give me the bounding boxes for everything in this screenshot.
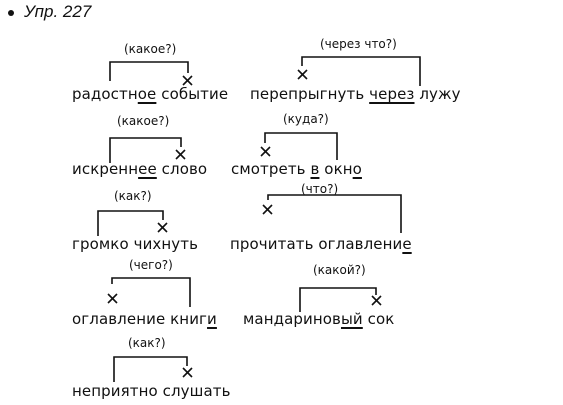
- cross-4: [260, 146, 271, 157]
- phrase-1: радостное событие: [72, 85, 229, 103]
- phrase-3: искреннее слово: [72, 160, 208, 178]
- phrase-8: мандариновый сок: [243, 310, 395, 328]
- cross-7: [107, 293, 118, 304]
- arrow-6: [267, 194, 402, 233]
- arrow-9: [113, 356, 188, 382]
- phrase-9: неприятно слушать: [72, 382, 231, 400]
- question-8: (какой?): [313, 263, 366, 277]
- arrow-3: [109, 137, 182, 163]
- exercise-title: Упр. 227: [8, 2, 91, 22]
- question-4: (куда?): [283, 112, 329, 126]
- phrase-5: громко чихнуть: [72, 235, 199, 253]
- question-5: (как?): [114, 189, 152, 203]
- question-3: (какое?): [117, 114, 170, 128]
- arrow-1: [109, 61, 189, 81]
- phrase-2: перепрыгнуть через лужу: [250, 85, 461, 103]
- cross-8: [371, 295, 382, 306]
- bullet-icon: [8, 9, 14, 16]
- phrase-6: прочитать оглавление: [230, 235, 412, 253]
- arrow-7: [111, 277, 191, 307]
- cross-3: [175, 149, 186, 160]
- arrow-4: [264, 132, 338, 160]
- question-2: (через что?): [320, 37, 397, 51]
- question-6: (что?): [301, 182, 339, 196]
- phrase-7: оглавление книги: [72, 310, 217, 328]
- question-1: (какое?): [124, 42, 177, 56]
- arrow-8: [299, 287, 377, 312]
- arrow-5: [97, 210, 164, 236]
- exercise-number: Упр. 227: [24, 2, 92, 21]
- cross-2: [297, 69, 308, 80]
- question-9: (как?): [128, 336, 166, 350]
- cross-5: [157, 222, 168, 233]
- question-7: (чего?): [129, 258, 173, 272]
- cross-1: [182, 75, 193, 86]
- cross-6: [262, 204, 273, 215]
- arrow-2: [301, 56, 421, 86]
- phrase-4: смотреть в окно: [231, 160, 362, 178]
- cross-9: [182, 367, 193, 378]
